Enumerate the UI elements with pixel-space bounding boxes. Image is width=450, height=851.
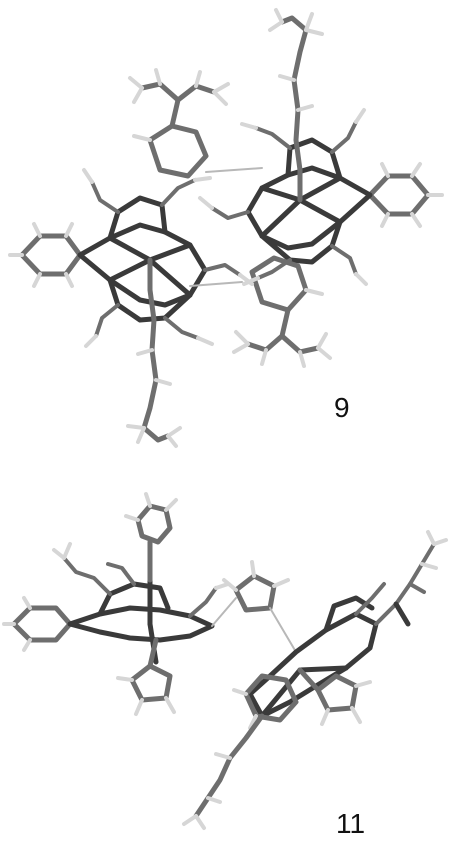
molecular-structure-9: [8, 8, 444, 448]
left-complex-benzene-ring: [11, 605, 73, 643]
structure-label-11: 11: [336, 808, 366, 839]
bridging-imidazole-ring: [233, 573, 277, 613]
left-benzene-ring: [19, 233, 83, 277]
right-complex-bottom-chain: [193, 713, 265, 819]
right-benzene-ring: [367, 173, 431, 217]
right-complex-side-ring: [297, 667, 359, 713]
structure-9-drawing: [8, 8, 444, 448]
molecular-structure-11: [0, 480, 450, 851]
hydrogen-bonds: [189, 167, 263, 287]
right-complex-macrocycle: [247, 595, 379, 719]
right-macrocycle: [245, 137, 373, 265]
structure-label-9: 9: [334, 392, 350, 423]
upper-amide-ring: [139, 81, 217, 179]
left-complex-bottom-ring: [129, 637, 173, 703]
structure-11-drawing: [2, 492, 448, 830]
left-macrocycle: [77, 195, 208, 323]
left-complex-macrocycle: [67, 577, 215, 665]
lower-amide-ring: [245, 255, 321, 355]
left-complex-top-ring: [135, 503, 173, 583]
